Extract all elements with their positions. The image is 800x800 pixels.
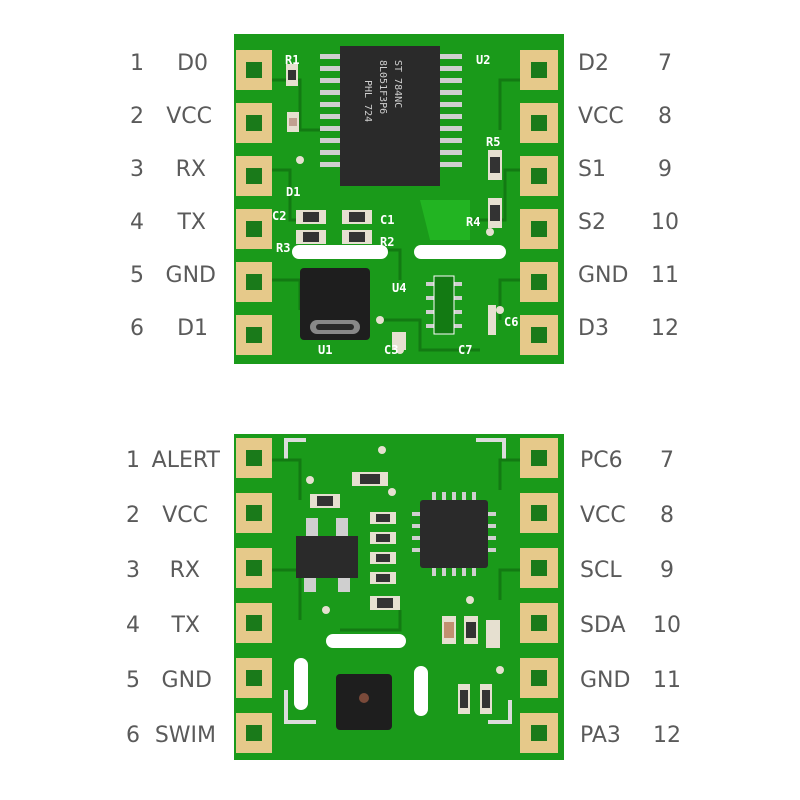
left-pads-bottom bbox=[236, 438, 272, 753]
pin-name: RX bbox=[169, 558, 200, 583]
pin-number: 6 bbox=[126, 723, 140, 748]
pin-name: GND bbox=[580, 668, 631, 693]
chip-marking-line-3: PHL 724 bbox=[362, 80, 373, 122]
sensor-module-top: ST 784NC 8L051F3P6 PHL 724 bbox=[0, 20, 800, 380]
pin-name: GND bbox=[165, 263, 216, 288]
pin-name: GND bbox=[578, 263, 629, 288]
pin-name: S2 bbox=[578, 210, 606, 235]
pin-name: D2 bbox=[578, 51, 609, 76]
chip-marking-line-2: 8L051F3P6 bbox=[377, 60, 388, 114]
pcb-vias bbox=[306, 446, 504, 674]
pcb-board-bottom bbox=[234, 434, 564, 760]
pin-name: SCL bbox=[580, 558, 622, 583]
pin-number: 11 bbox=[653, 668, 681, 693]
pin-number: 7 bbox=[660, 448, 674, 473]
pin-name: ALERT bbox=[151, 448, 220, 473]
pin-number: 12 bbox=[651, 316, 679, 341]
pin-name: SWIM bbox=[154, 723, 216, 748]
pin-number: 12 bbox=[653, 723, 681, 748]
pin-name: VCC bbox=[166, 104, 212, 129]
pin-number: 8 bbox=[660, 503, 674, 528]
silk-u4: U4 bbox=[392, 281, 406, 295]
pin-name: GND bbox=[161, 668, 212, 693]
board-slot-top bbox=[326, 634, 406, 648]
silk-c1: C1 bbox=[380, 213, 394, 227]
pin-number: 1 bbox=[130, 51, 144, 76]
silk-c7: C7 bbox=[458, 343, 472, 357]
sot-transistor bbox=[296, 518, 358, 592]
humidity-sensor bbox=[300, 268, 370, 340]
pin-number: 1 bbox=[126, 448, 140, 473]
pcb-board-top: ST 784NC 8L051F3P6 PHL 724 bbox=[234, 34, 564, 364]
silk-r5: R5 bbox=[486, 135, 500, 149]
chip-marking-line-1: ST 784NC bbox=[392, 60, 403, 108]
silk-r1: R1 bbox=[285, 53, 299, 67]
pin-number: 7 bbox=[658, 51, 672, 76]
pin-name: D1 bbox=[177, 316, 208, 341]
silk-r3: R3 bbox=[276, 241, 290, 255]
board-slot-left bbox=[292, 245, 388, 259]
pin-name: S1 bbox=[578, 157, 606, 182]
pin-name: SDA bbox=[580, 613, 626, 638]
pin-number: 8 bbox=[658, 104, 672, 129]
pin-number: 2 bbox=[126, 503, 140, 528]
silk-c6: C6 bbox=[504, 315, 518, 329]
mcu-chip: ST 784NC 8L051F3P6 PHL 724 bbox=[320, 46, 462, 186]
qfn-chip bbox=[412, 492, 496, 576]
pin-number: 9 bbox=[660, 558, 674, 583]
pin-number: 10 bbox=[653, 613, 681, 638]
silk-u2: U2 bbox=[476, 53, 490, 67]
pin-name: RX bbox=[175, 157, 206, 182]
pin-number: 3 bbox=[130, 157, 144, 182]
silk-u1: U1 bbox=[318, 343, 332, 357]
pin-name: D0 bbox=[177, 51, 208, 76]
pin-number: 3 bbox=[126, 558, 140, 583]
pressure-sensor bbox=[336, 674, 392, 730]
pin-number: 2 bbox=[130, 104, 144, 129]
silk-r4: R4 bbox=[466, 215, 480, 229]
right-pads-top bbox=[520, 50, 558, 355]
pin-number: 6 bbox=[130, 316, 144, 341]
board-slot-right bbox=[414, 666, 428, 716]
pin-name: TX bbox=[177, 210, 206, 235]
pin-name: VCC bbox=[578, 104, 624, 129]
pin-number: 4 bbox=[126, 613, 140, 638]
pin-name: PC6 bbox=[580, 448, 623, 473]
pcb-vias bbox=[296, 156, 504, 354]
silk-c2: C2 bbox=[272, 209, 286, 223]
pin-number: 10 bbox=[651, 210, 679, 235]
pin-number: 4 bbox=[130, 210, 144, 235]
left-pads-top bbox=[236, 50, 272, 355]
right-pads-bottom bbox=[520, 438, 558, 753]
sensor-module-bottom: 1 ALERT 2 VCC 3 RX 4 TX 5 GND 6 SWIM PC6… bbox=[0, 420, 800, 760]
pin-name: PA3 bbox=[580, 723, 621, 748]
pin-number: 5 bbox=[130, 263, 144, 288]
pin-number: 9 bbox=[658, 157, 672, 182]
pin-name: D3 bbox=[578, 316, 609, 341]
pin-number: 11 bbox=[651, 263, 679, 288]
silk-d1: D1 bbox=[286, 185, 300, 199]
board-slot-left bbox=[294, 658, 308, 710]
pin-name: VCC bbox=[580, 503, 626, 528]
smd-components bbox=[286, 64, 502, 350]
silk-r2: R2 bbox=[380, 235, 394, 249]
silk-corner-marks bbox=[284, 438, 512, 724]
pin-name: VCC bbox=[162, 503, 208, 528]
pin-name: TX bbox=[171, 613, 200, 638]
pin-number: 5 bbox=[126, 668, 140, 693]
smd-components bbox=[310, 472, 500, 714]
silk-c3: C3 bbox=[384, 343, 398, 357]
board-slot-right bbox=[414, 245, 506, 259]
